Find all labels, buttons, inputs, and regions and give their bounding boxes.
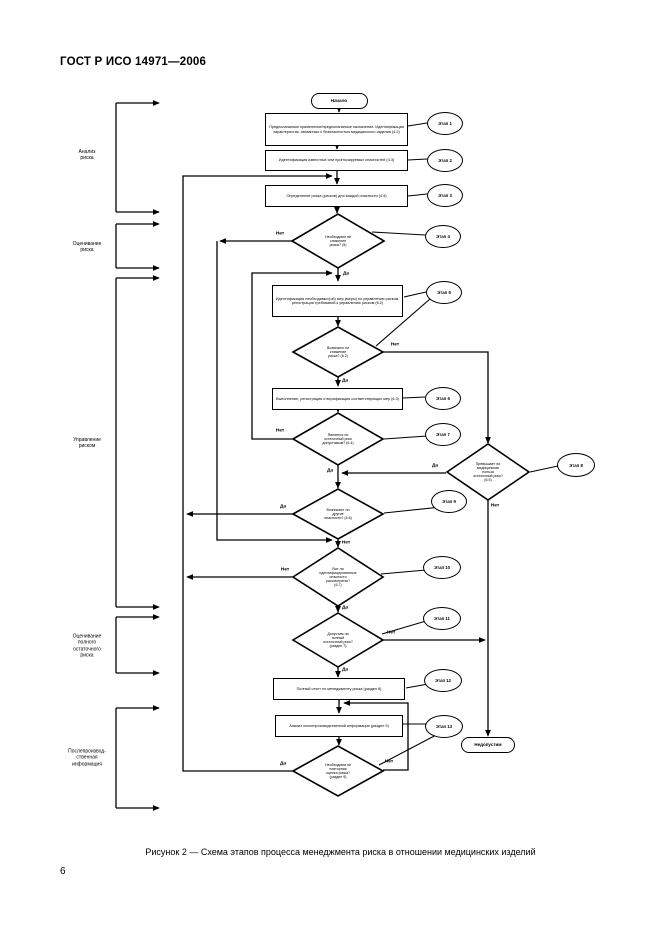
- stage-11: Этап 11: [423, 606, 461, 630]
- step4-decision-shape: [290, 213, 386, 269]
- label-step8-no: Нет: [490, 503, 500, 509]
- step4-decision: Необходимо ли снижение риска? (5): [325, 234, 351, 248]
- label-step11-yes: Да: [341, 667, 349, 673]
- step10-decision: Все ли идентифицированные опасности расс…: [319, 566, 357, 588]
- leader-stage8: [529, 465, 559, 473]
- stage-3: Этап 3: [427, 183, 463, 207]
- stage-4: Этап 4: [425, 224, 461, 248]
- step5-decision-shape: [291, 326, 385, 378]
- stage-7: Этап 7: [425, 422, 461, 446]
- label-practicable-no: Нет: [390, 342, 400, 348]
- bracket-risk-evaluation-label: Оценивание риска: [72, 240, 102, 253]
- leader-stage9: [383, 506, 442, 514]
- step11-decision-shape: [291, 612, 385, 668]
- label-step11-no: Нет: [386, 630, 396, 636]
- step8-decision: Превышает ли медицинская польза остаточн…: [473, 461, 503, 483]
- leader-stage7: [383, 435, 428, 440]
- step5-decision: Возможно ли снижение риска? (6.2): [327, 345, 349, 359]
- label-step10-no: Нет: [280, 567, 290, 573]
- label-step7-no: Нет: [275, 428, 285, 434]
- stage-13: Этап 13: [425, 714, 463, 738]
- leader-stage11: [381, 620, 427, 635]
- document-header: ГОСТ Р ИСО 14971—2006: [60, 56, 207, 68]
- step5-box: Идентификация необходимых(ой) мер (меры)…: [272, 285, 403, 317]
- leader-stage10: [380, 569, 427, 575]
- page-number: 6: [60, 866, 66, 877]
- edge-practicable-no: [383, 351, 491, 444]
- label-reassess-no: Нет: [384, 759, 394, 765]
- step11-decision: Допустим ли полный остаточный риск? (раз…: [323, 631, 353, 649]
- label-step4-no: Нет: [275, 231, 285, 237]
- step8-decision-shape: [445, 443, 531, 501]
- stage-12: Этап 12: [424, 668, 462, 692]
- step10-decision-shape: [291, 547, 385, 607]
- leader-stage5-box: [403, 291, 427, 298]
- step12-box: Полный отчет по менеджменту риска (разде…: [273, 678, 405, 700]
- edge-step7-no-loop: [251, 270, 333, 440]
- label-step9-no: Нет: [341, 540, 351, 546]
- label-step8-yes: Да: [431, 463, 439, 469]
- bracket-risk-analysis-label: Анализ риска: [78, 148, 96, 161]
- reassess-decision: Необходима ли повторная оценка риска? (р…: [325, 762, 351, 780]
- unacceptable: Недопустим: [461, 737, 515, 753]
- step1-box: Предполагаемое применение/предполагаемое…: [265, 113, 408, 146]
- step13-box: Анализ послепроизводственной информации …: [275, 715, 403, 737]
- step7-decision-shape: [291, 412, 385, 466]
- step7-decision: Является ли остаточный риск допустимым? …: [322, 432, 354, 446]
- leader-stage13-decision: [378, 732, 441, 766]
- label-step10-yes: Да: [341, 605, 349, 611]
- reassess-decision-shape: [291, 745, 385, 797]
- leader-stage4: [371, 231, 426, 236]
- leader-stage5-decision: [375, 298, 431, 347]
- start: Начало: [310, 93, 368, 109]
- leader-stage3: [407, 193, 428, 197]
- step2-box: Идентификация известных или прогнозируем…: [265, 149, 408, 171]
- leader-stage2: [407, 158, 428, 161]
- label-practicable-yes: Да: [341, 378, 349, 384]
- bracket-risk-control-label: Управление риском: [73, 436, 101, 449]
- step6-box: Выполнение, регистрация и верификация со…: [272, 388, 403, 410]
- step9-decision: Возникают ли другие опасности? (6.6): [324, 507, 352, 521]
- bracket-overall-residual-risk-label: Оценивание полного остаточного риска: [72, 633, 102, 659]
- edge-step4-no-2: [216, 241, 333, 543]
- figure-caption: Рисунок 2 — Схема этапов процесса менедж…: [145, 847, 536, 857]
- label-reassess-yes: Да: [279, 761, 287, 767]
- label-step7-yes: Да: [326, 468, 334, 474]
- stage-9: Этап 9: [431, 489, 467, 513]
- step9-decision-shape: [291, 488, 385, 540]
- stage-8: Этап 8: [557, 453, 595, 477]
- label-step9-yes: Да: [279, 504, 287, 510]
- leader-stage6: [402, 396, 426, 399]
- stage-6: Этап 6: [425, 386, 461, 410]
- stage-1: Этап 1: [427, 111, 463, 135]
- edge-reassess-yes-loop: [182, 173, 333, 772]
- leader-stage1: [407, 122, 428, 127]
- bracket-post-production-label: Послепроизвод- ственная информация: [68, 748, 106, 768]
- label-step4-yes: Да: [342, 271, 350, 277]
- step3-box: Определение риска (рисков) для каждой оп…: [265, 185, 408, 207]
- stage-2: Этап 2: [427, 148, 463, 172]
- stage-5: Этап 5: [426, 280, 462, 304]
- edge-reassess-no-loop: [343, 700, 409, 771]
- stage-10: Этап 10: [423, 555, 461, 579]
